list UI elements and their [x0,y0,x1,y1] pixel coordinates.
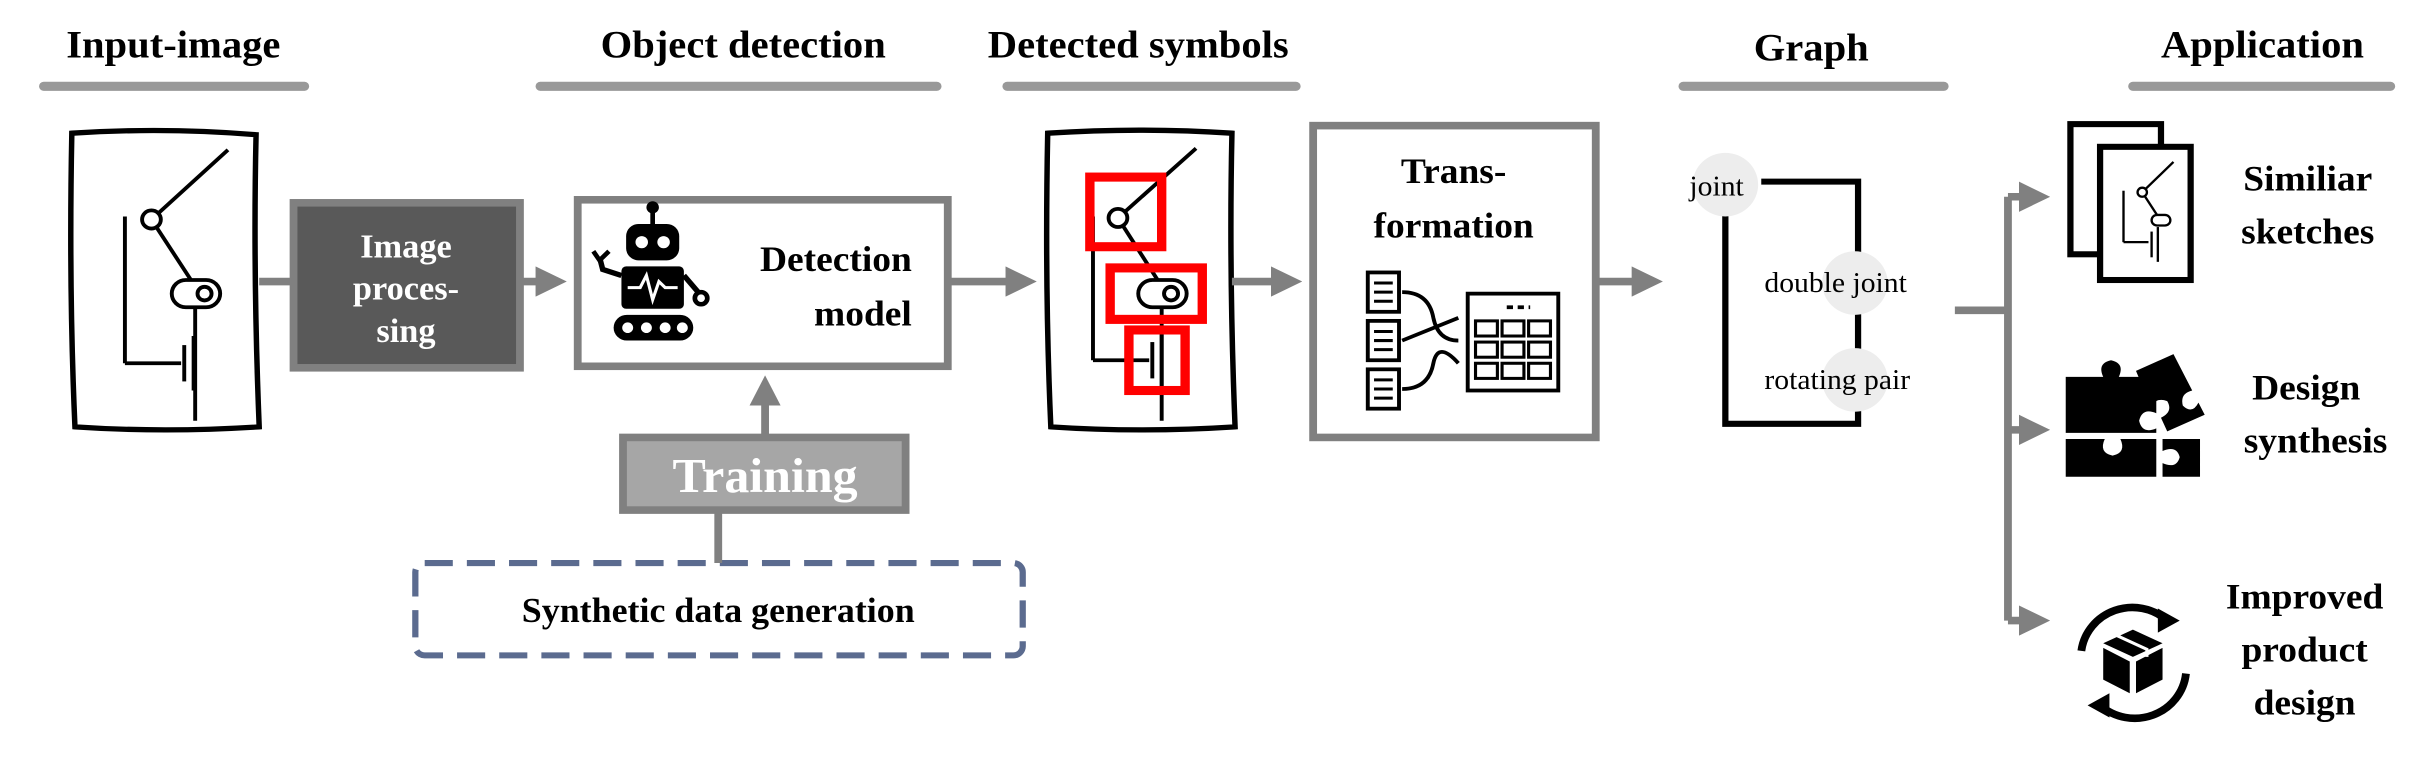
sketch-icon [2067,121,2194,284]
header-object-detection: Object detection [601,22,886,66]
training-label: Training [673,449,858,503]
application-label-improved: design [2254,682,2356,722]
header-graph: Graph [1754,25,1869,69]
puzzle-icon [2065,354,2205,477]
graph-label-joint: joint [1688,171,1743,202]
header-application: Application [2161,22,2364,66]
image-processing-label: sing [376,314,435,350]
flow-arrows [259,181,2051,636]
image-processing-label: Image [360,229,452,265]
detection-box-rotating-pair [1124,325,1190,396]
detected-symbols-sketch [1043,127,1238,433]
graph-node-double-joint [1822,251,1888,315]
transformation-icon [1365,270,1561,411]
graph-label-double-joint: double joint [1764,268,1906,299]
robot-icon [591,201,710,341]
transformation-label: formation [1374,205,1534,245]
recycle-box-icon [2077,603,2190,723]
application-label-design: synthesis [2244,420,2388,460]
application-label-design: Design [2252,367,2360,407]
input-sketch [68,127,263,433]
application-label-improved: product [2241,629,2368,669]
header-detected-symbols: Detected symbols [988,22,1289,66]
synthetic-data-label: Synthetic data generation [522,591,915,630]
detection-model-label: model [814,293,912,333]
header-input-image: Input-image [66,22,280,66]
image-processing-label: proces- [353,271,459,307]
detection-box-joint [1085,172,1167,252]
transformation-label: Trans- [1401,151,1506,191]
application-label-similar: Similiar [2243,158,2372,198]
application-label-similar: sketches [2241,211,2374,251]
detection-model-label: Detection [760,238,912,278]
graph: joint double joint rotating pair [1688,152,1910,427]
synthetic-data-box [412,560,1026,659]
application-label-improved: Improved [2226,576,2384,616]
graph-label-rotating-pair: rotating pair [1764,364,1910,395]
graph-node-joint [1692,152,1759,217]
detection-box-double-joint [1105,263,1207,324]
graph-node-rotating-pair [1822,348,1888,412]
